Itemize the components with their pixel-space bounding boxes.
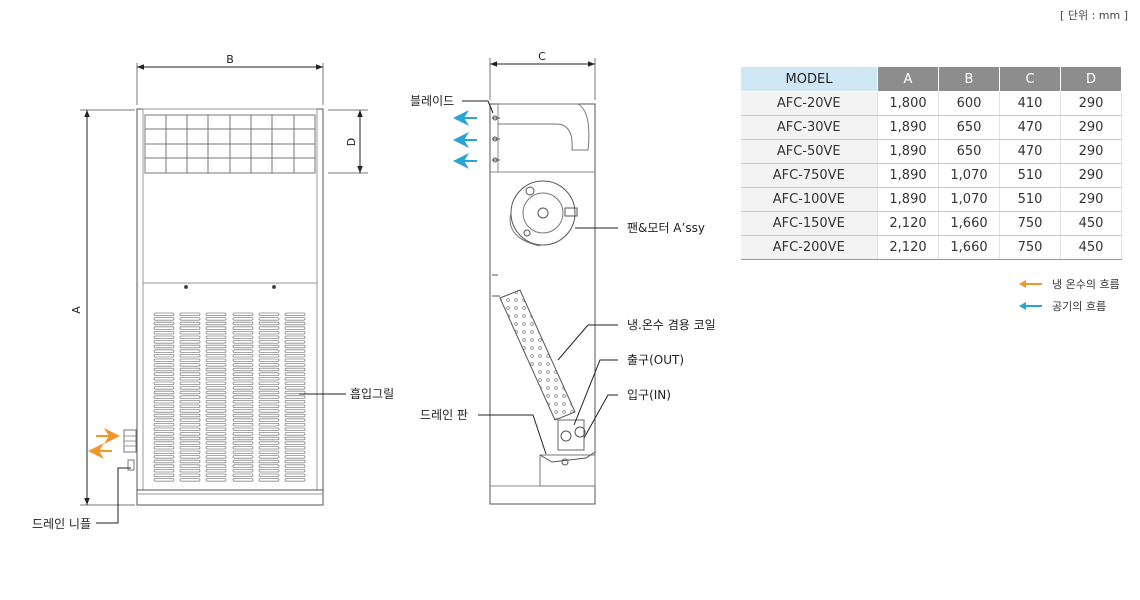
header-model: MODEL — [740, 66, 878, 92]
blade-leader — [462, 100, 494, 114]
cell-c: 410 — [999, 91, 1061, 116]
cell-d: 290 — [1060, 91, 1122, 116]
legend-air-flow: 공기의 흐름 — [1018, 298, 1106, 314]
orange-arrow-icon — [1019, 280, 1042, 288]
dimension-a-label: A — [70, 306, 83, 314]
dimension-b-label: B — [226, 53, 234, 66]
label-fan-motor: 팬&모터 A’ssy — [627, 221, 705, 235]
coil-leader — [557, 324, 618, 361]
cell-b: 1,070 — [938, 163, 1000, 188]
drain-pan-leader — [478, 414, 547, 455]
cell-a: 1,890 — [877, 163, 939, 188]
front-view — [80, 63, 368, 506]
cell-model: AFC-750VE — [740, 163, 878, 188]
label-drain-pan: 드레인 판 — [420, 408, 468, 422]
label-coil: 냉.온수 겸용 코일 — [627, 318, 716, 332]
unit-note: [ 단위 : mm ] — [1060, 9, 1128, 22]
label-drain-nipple: 드레인 니플 — [32, 517, 91, 531]
cell-model: AFC-20VE — [740, 91, 878, 116]
drain-pan — [539, 454, 596, 487]
cell-a: 2,120 — [877, 211, 939, 236]
drain-nipple-leader — [96, 467, 131, 524]
label-suction-grille: 흡입그릴 — [350, 387, 394, 401]
cell-d: 290 — [1060, 187, 1122, 212]
suction-grille-louvers — [153, 312, 306, 482]
cell-model: AFC-30VE — [740, 115, 878, 140]
cell-c: 510 — [999, 163, 1061, 188]
cell-a: 1,890 — [877, 139, 939, 164]
cell-a: 2,120 — [877, 235, 939, 260]
cell-model: AFC-100VE — [740, 187, 878, 212]
inlet-leader — [583, 394, 618, 439]
header-b: B — [938, 66, 1000, 92]
cell-b: 650 — [938, 139, 1000, 164]
cell-a: 1,890 — [877, 115, 939, 140]
dimension-d-label: D — [345, 138, 358, 146]
cell-d: 290 — [1060, 139, 1122, 164]
side-view — [489, 58, 596, 505]
cell-c: 750 — [999, 211, 1061, 236]
header-a: A — [877, 66, 939, 92]
cell-model: AFC-50VE — [740, 139, 878, 164]
blade-housing — [498, 103, 590, 151]
legend-water-flow-label: 냉 온수의 흐름 — [1052, 278, 1120, 291]
cell-c: 470 — [999, 115, 1061, 140]
cell-c: 510 — [999, 187, 1061, 212]
header-d: D — [1060, 66, 1122, 92]
header-c: C — [999, 66, 1061, 92]
legend-water-flow: 냉 온수의 흐름 — [1018, 276, 1120, 292]
cell-model: AFC-150VE — [740, 211, 878, 236]
cell-d: 450 — [1060, 235, 1122, 260]
cell-c: 750 — [999, 235, 1061, 260]
cell-b: 1,660 — [938, 235, 1000, 260]
cell-d: 290 — [1060, 163, 1122, 188]
cell-b: 650 — [938, 115, 1000, 140]
dimension-c-label: C — [538, 50, 546, 63]
cell-d: 290 — [1060, 115, 1122, 140]
water-coil — [492, 274, 576, 421]
fan-motor-assembly — [509, 180, 578, 247]
drain-nipple — [127, 459, 135, 471]
cell-a: 1,890 — [877, 187, 939, 212]
label-outlet: 출구(OUT) — [627, 353, 684, 367]
spec-table-header-row: MODEL A B C D — [740, 66, 1122, 92]
label-inlet: 입구(IN) — [627, 388, 671, 402]
legend-air-flow-label: 공기의 흐름 — [1052, 300, 1107, 313]
cell-b: 1,660 — [938, 211, 1000, 236]
cell-c: 470 — [999, 139, 1061, 164]
cell-model: AFC-200VE — [740, 235, 878, 260]
cell-d: 450 — [1060, 211, 1122, 236]
top-vent-grid — [144, 114, 316, 174]
outlet-leader — [573, 359, 618, 426]
cell-b: 600 — [938, 91, 1000, 116]
blue-arrow-icon — [1019, 302, 1042, 310]
label-blade: 블레이드 — [410, 94, 454, 108]
cell-b: 1,070 — [938, 187, 1000, 212]
cell-a: 1,800 — [877, 91, 939, 116]
